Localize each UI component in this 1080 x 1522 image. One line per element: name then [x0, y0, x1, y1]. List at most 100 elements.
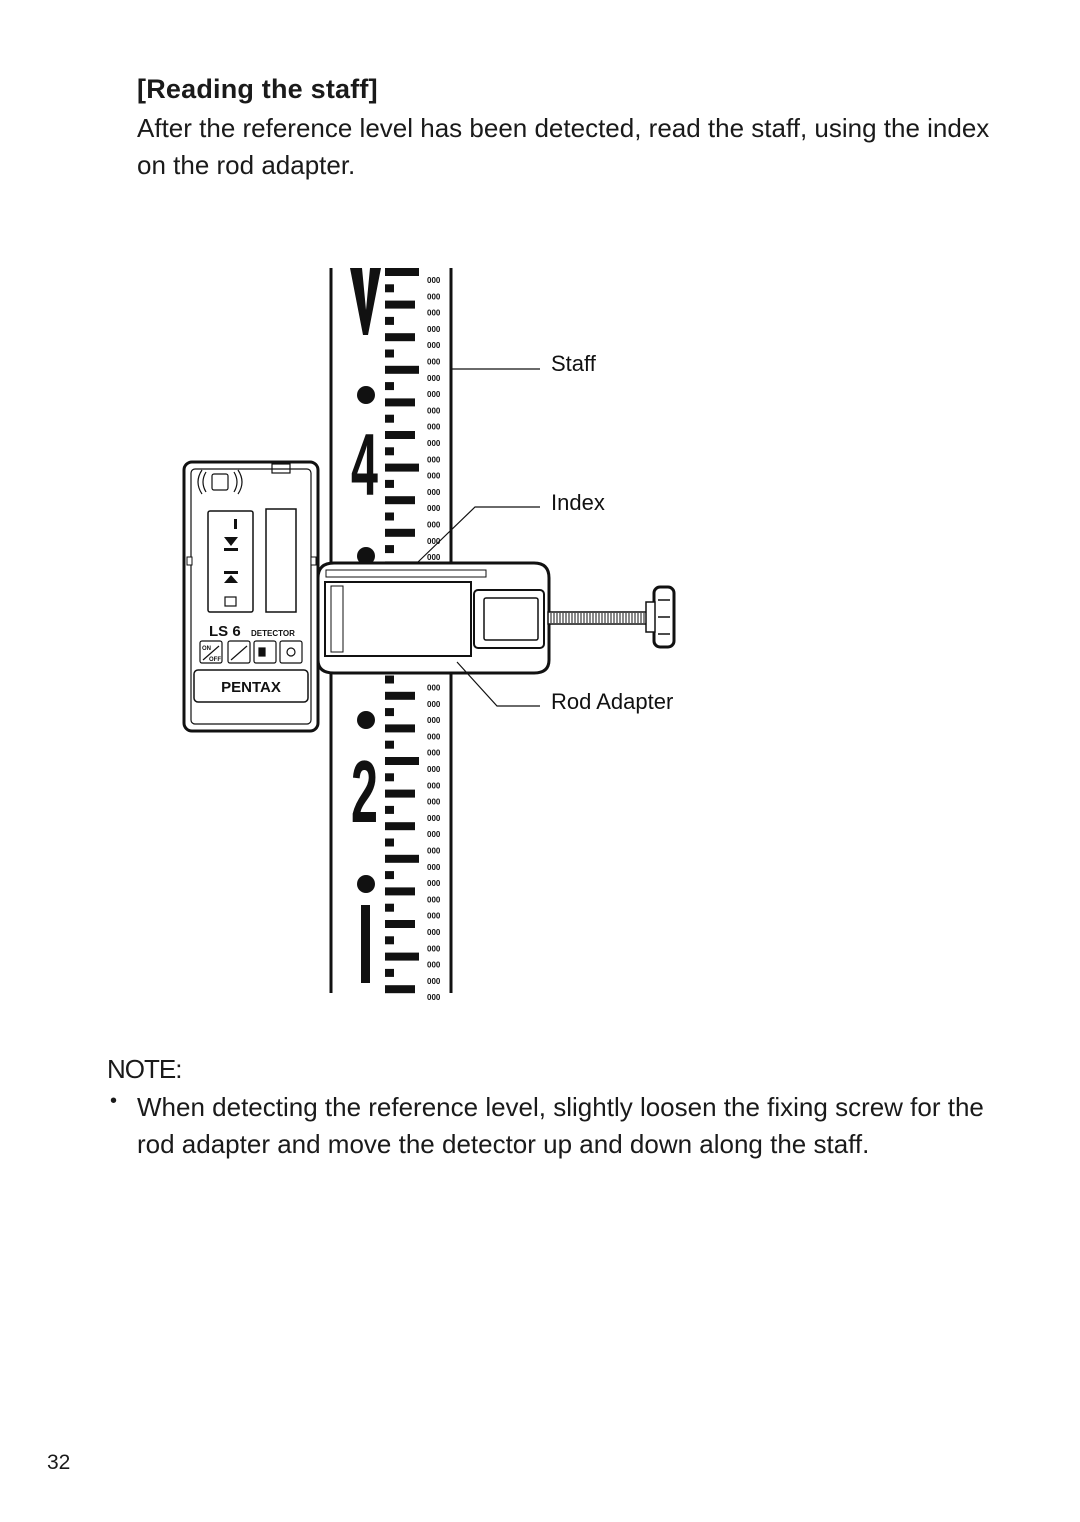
staff-small-label: 000 — [427, 961, 441, 970]
staff-tick — [385, 349, 394, 358]
staff-tick — [385, 512, 394, 521]
staff-numeral-4: 4 — [351, 417, 378, 515]
volume-button — [253, 640, 277, 664]
staff-tick — [385, 284, 394, 293]
staff-tick — [385, 805, 394, 814]
staff-dot — [357, 547, 375, 565]
staff-tick — [385, 479, 394, 488]
staff-tick — [385, 952, 419, 961]
staff-dot — [357, 386, 375, 404]
detector-model-sub: DETECTOR — [251, 629, 295, 638]
staff-small-label: 000 — [427, 390, 441, 399]
staff-small-label: 000 — [427, 406, 441, 415]
staff-small-label: 000 — [427, 439, 441, 448]
staff-small-label: 000 — [427, 684, 441, 693]
detector-model: LS 6 — [209, 623, 241, 640]
staff-tick — [385, 903, 394, 912]
staff-small-label: 000 — [427, 863, 441, 872]
staff-small-label: 000 — [427, 504, 441, 513]
staff-numeral-1-bar — [361, 905, 370, 983]
staff-tick — [385, 316, 394, 325]
staff-tick — [385, 871, 394, 880]
arrow-indicator-icons — [224, 519, 238, 607]
staff-tick — [385, 822, 415, 831]
staff-small-label: 000 — [427, 423, 441, 432]
rod-adapter-callout-line — [456, 661, 540, 707]
staff-tick — [385, 463, 419, 472]
staff-small-label: 000 — [427, 798, 441, 807]
staff-small-label: 000 — [427, 977, 441, 986]
power-button — [199, 640, 223, 664]
staff-small-label: 000 — [427, 830, 441, 839]
staff-small-label: 000 — [427, 521, 441, 530]
staff-small-label: 000 — [427, 472, 441, 481]
detector-buttons — [199, 640, 303, 664]
intro-paragraph: After the reference level has been detec… — [137, 113, 990, 180]
staff-small-label: 000 — [427, 716, 441, 725]
staff-dot — [357, 875, 375, 893]
staff-tick — [385, 887, 415, 896]
page-number: 32 — [47, 1451, 71, 1474]
staff-tick — [385, 431, 415, 439]
staff-numeral-v-shape — [350, 268, 381, 335]
staff-small-label: 000 — [427, 847, 441, 856]
power-button-off-label: OFF — [209, 657, 221, 663]
staff-small-label: 000 — [427, 341, 441, 350]
staff-tick — [385, 447, 394, 456]
staff-small-label: 000 — [427, 879, 441, 888]
staff-tick — [385, 333, 415, 342]
staff-small-label: 000 — [427, 488, 441, 497]
staff-tick — [385, 985, 415, 994]
index-callout: Index — [551, 490, 605, 515]
staff-small-label: 000 — [427, 895, 441, 904]
staff-small-label: 000 — [427, 993, 441, 1002]
staff-tick — [385, 724, 415, 733]
staff-dot — [357, 711, 375, 729]
staff-tick — [385, 496, 415, 505]
staff-callout: Staff — [551, 351, 597, 376]
sound-icon — [197, 469, 243, 495]
section-heading: [Reading the staff] — [137, 74, 378, 104]
index-callout-line — [417, 506, 540, 563]
staff-small-label: 000 — [427, 912, 441, 921]
note-label: NOTE: — [107, 1054, 182, 1084]
staff-tick — [385, 675, 394, 684]
staff-small-label: 000 — [427, 325, 441, 334]
staff-small-label: 000 — [427, 537, 441, 546]
brand-logo: PENTAX — [221, 679, 281, 696]
precision-button — [227, 640, 251, 664]
staff-tick — [385, 854, 419, 863]
staff-small-label: 000 — [427, 700, 441, 709]
staff-numeral-2: 2 — [351, 744, 378, 842]
staff-small-label: 000 — [427, 928, 441, 937]
staff-tick — [385, 300, 415, 309]
note-text: When detecting the reference level, slig… — [137, 1092, 984, 1159]
staff-small-label: 000 — [427, 749, 441, 758]
staff-tick — [385, 268, 419, 276]
staff-small-label: 000 — [427, 553, 441, 562]
staff-tick — [385, 920, 415, 928]
staff-small-label: 000 — [427, 292, 441, 301]
staff-small-label: 000 — [427, 781, 441, 790]
staff-tick — [385, 740, 394, 749]
staff-small-label: 000 — [427, 732, 441, 741]
receiving-window — [265, 508, 297, 613]
staff-tick — [385, 414, 394, 423]
staff-tick — [385, 936, 394, 945]
rod-adapter-callout: Rod Adapter — [551, 689, 673, 714]
staff-tick — [385, 398, 415, 407]
staff-tick — [385, 968, 394, 977]
staff-tick — [385, 528, 415, 537]
note-bullet: • — [110, 1090, 118, 1112]
staff-small-label: 000 — [427, 814, 441, 823]
rod-adapter — [316, 561, 676, 675]
staff-small-label: 000 — [427, 309, 441, 318]
staff-tick — [385, 708, 394, 717]
adapter-block — [473, 589, 545, 649]
staff-tick — [385, 365, 419, 374]
staff-tick — [385, 789, 415, 798]
callout-lines — [417, 368, 540, 707]
display-window — [207, 510, 254, 613]
staff-small-label: 000 — [427, 374, 441, 383]
